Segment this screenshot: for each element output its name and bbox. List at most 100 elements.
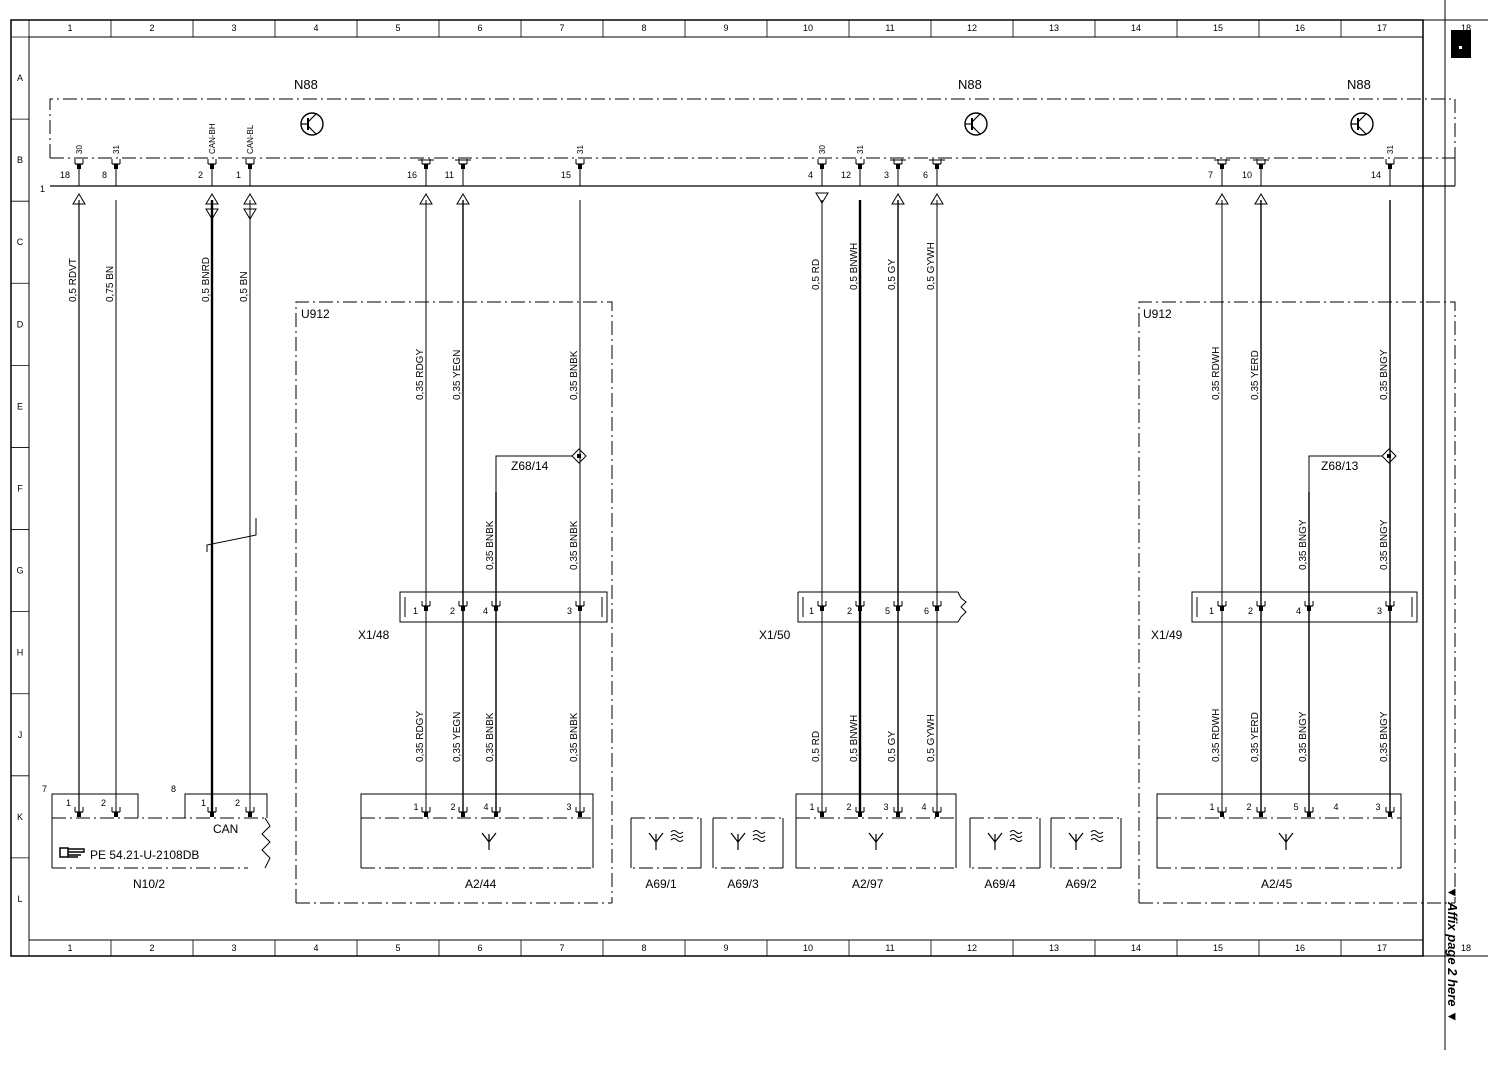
wire-label: 0,35 YEGN [452, 350, 463, 400]
connector-x1-48: X1/48 [358, 591, 608, 642]
column-label: 17 [1377, 943, 1387, 953]
wire-label: 0,5 GYWH [926, 714, 937, 762]
n88-pin-number: 11 [445, 170, 454, 180]
wire-label: 0,35 BNGY [1298, 711, 1309, 762]
pin-label: 1 [1209, 606, 1214, 616]
antenna-amplifier: A69/1 [630, 817, 702, 891]
pin-label: 4 [921, 802, 926, 812]
wire-label: 0,35 BNBK [569, 350, 580, 400]
wire-label: 0,35 BNGY [1379, 349, 1390, 400]
u912-boundary-left [295, 301, 613, 903]
n88-pin-number: 1 [236, 170, 241, 180]
pin-label: 3 [567, 606, 572, 616]
wires [72, 192, 1391, 812]
n88-label-1: N88 [294, 77, 318, 92]
n88-pin-number: 6 [923, 170, 928, 180]
wire-label: 0,35 BNBK [485, 520, 496, 570]
n88-pin-name: 31 [576, 145, 585, 154]
n88-pin-number: 10 [1242, 170, 1252, 180]
column-label: 4 [313, 943, 318, 953]
transistor-icon [1350, 112, 1374, 136]
pin-label: 2 [450, 802, 455, 812]
pin-label: 2 [101, 798, 106, 808]
wire-label: 0,5 GY [887, 259, 898, 290]
wire-label: 0,35 BNGY [1298, 519, 1309, 570]
wire-label: 0,5 GY [887, 731, 898, 762]
n88-pin-number: 4 [808, 170, 813, 180]
n88-label-3: N88 [1347, 77, 1371, 92]
column-label: 9 [723, 23, 728, 33]
amplifier-icon [670, 830, 684, 842]
wire-label: 0,35 BNGY [1379, 711, 1390, 762]
pin-label: 4 [483, 802, 488, 812]
column-label: 11 [885, 943, 894, 953]
amplifier-icon [1090, 830, 1104, 842]
column-label: 7 [559, 943, 564, 953]
column-label: 3 [231, 23, 236, 33]
a69-label: A69/4 [984, 877, 1016, 891]
affix-text: ▼ Affix page 2 here ▼ [1445, 886, 1460, 1023]
column-label: 13 [1049, 23, 1059, 33]
pin-label: 2 [235, 798, 240, 808]
column-label: 4 [313, 23, 318, 33]
page-frame [10, 0, 1488, 1050]
column-label: 10 [803, 943, 813, 953]
column-label: 15 [1213, 943, 1223, 953]
pin-label: 4 [1296, 606, 1301, 616]
bus-ref: 1 [40, 184, 45, 194]
module-a2-97: A2/97 [795, 793, 957, 891]
column-label: 1 [67, 23, 72, 33]
column-label: 14 [1131, 943, 1141, 953]
n88-pin-number: 18 [60, 170, 70, 180]
a2-44-label: A2/44 [465, 877, 497, 891]
n88-pin-number: 14 [1371, 170, 1381, 180]
wire-label: 0,35 RDWH [1211, 347, 1222, 400]
pin-label: 1 [413, 606, 418, 616]
a69-label: A69/1 [645, 877, 677, 891]
pin-label: 1 [66, 798, 71, 808]
pin-label: 3 [566, 802, 571, 812]
pin-label: 2 [450, 606, 455, 616]
column-label: 13 [1049, 943, 1059, 953]
column-grid: 1122334455667788991010111112121313141415… [28, 20, 1471, 956]
connector-x1-50: X1/50 [759, 591, 967, 642]
antenna-icon [987, 832, 1003, 851]
transistor-icon [964, 112, 988, 136]
pin-label: 1 [201, 798, 206, 808]
n88-pin-number: 12 [841, 170, 851, 180]
wire-label: 0,35 YEGN [452, 712, 463, 762]
wire-label: 0,5 RD [811, 731, 822, 762]
amplifier-icon [1009, 830, 1023, 842]
n88-pin-number: 8 [102, 170, 107, 180]
n88-pin-name: 30 [818, 145, 827, 154]
column-label: 2 [149, 23, 154, 33]
column-label: 12 [967, 23, 977, 33]
wire-label: 0,5 BN [239, 271, 250, 302]
wire-label: 0,5 BNRD [201, 257, 212, 302]
row-label: A [17, 73, 23, 83]
splice-z68-13: Z68/13 [1321, 459, 1359, 473]
column-label: 10 [803, 23, 813, 33]
wire-label: 0,75 BN [105, 266, 116, 302]
pin-label: 2 [846, 802, 851, 812]
column-label: 8 [641, 943, 646, 953]
pin-label: 2 [847, 606, 852, 616]
pin-label: 1 [413, 802, 418, 812]
wire-label: 0,35 BNGY [1379, 519, 1390, 570]
antenna-icon [868, 832, 884, 851]
column-label: 1 [67, 943, 72, 953]
column-label: 15 [1213, 23, 1223, 33]
wire-label: 0,5 BNWH [849, 243, 860, 290]
column-label: 14 [1131, 23, 1141, 33]
pin-label: 6 [924, 606, 929, 616]
antenna-amplifier: A69/3 [712, 817, 784, 891]
amplifier-icon [752, 830, 766, 842]
antenna-icon [481, 832, 497, 851]
x1-48-label: X1/48 [358, 628, 390, 642]
n10-2-ref-7: 7 [42, 784, 47, 794]
n88-pin-name: CAN-BL [246, 124, 255, 154]
column-label: 7 [559, 23, 564, 33]
